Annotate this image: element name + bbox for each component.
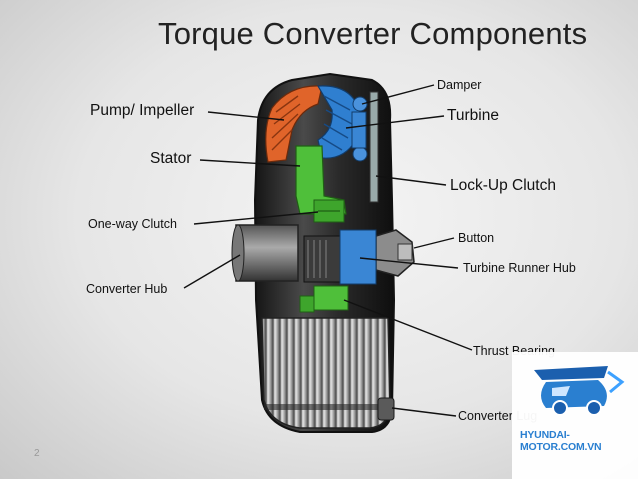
label-damper: Damper xyxy=(437,78,482,92)
turbine xyxy=(316,85,361,159)
label-button: Button xyxy=(458,231,495,245)
turbine-runner-hub xyxy=(303,229,377,285)
one-way-clutch xyxy=(313,199,345,223)
converter-drum xyxy=(261,317,391,429)
converter-lug xyxy=(377,397,395,421)
leader-lines xyxy=(183,84,473,417)
label-converter-hub: Converter Hub xyxy=(86,282,168,296)
watermark: HYUNDAI-MOTOR.COM.VN xyxy=(512,352,638,479)
thrust-bearing xyxy=(299,285,349,313)
label-turbine-runner-hub: Turbine Runner Hub xyxy=(463,261,576,275)
label-turbine: Turbine xyxy=(447,107,499,124)
converter-hub xyxy=(231,224,299,282)
label-stator: Stator xyxy=(150,150,192,167)
pump-impeller xyxy=(265,85,323,163)
label-lock-up-clutch: Lock-Up Clutch xyxy=(450,177,556,194)
label-one-way-clutch: One-way Clutch xyxy=(88,217,177,231)
pilot-button xyxy=(375,229,415,277)
car-logo-icon xyxy=(534,366,625,416)
label-pump-impeller: Pump/ Impeller xyxy=(90,102,195,119)
damper xyxy=(351,96,368,162)
lock-up-clutch xyxy=(369,91,379,203)
slide-title: Torque Converter Components xyxy=(158,16,588,51)
stator xyxy=(295,145,347,215)
watermark-text: HYUNDAI-MOTOR.COM.VN xyxy=(520,429,602,453)
slide-number: 2 xyxy=(34,448,40,459)
